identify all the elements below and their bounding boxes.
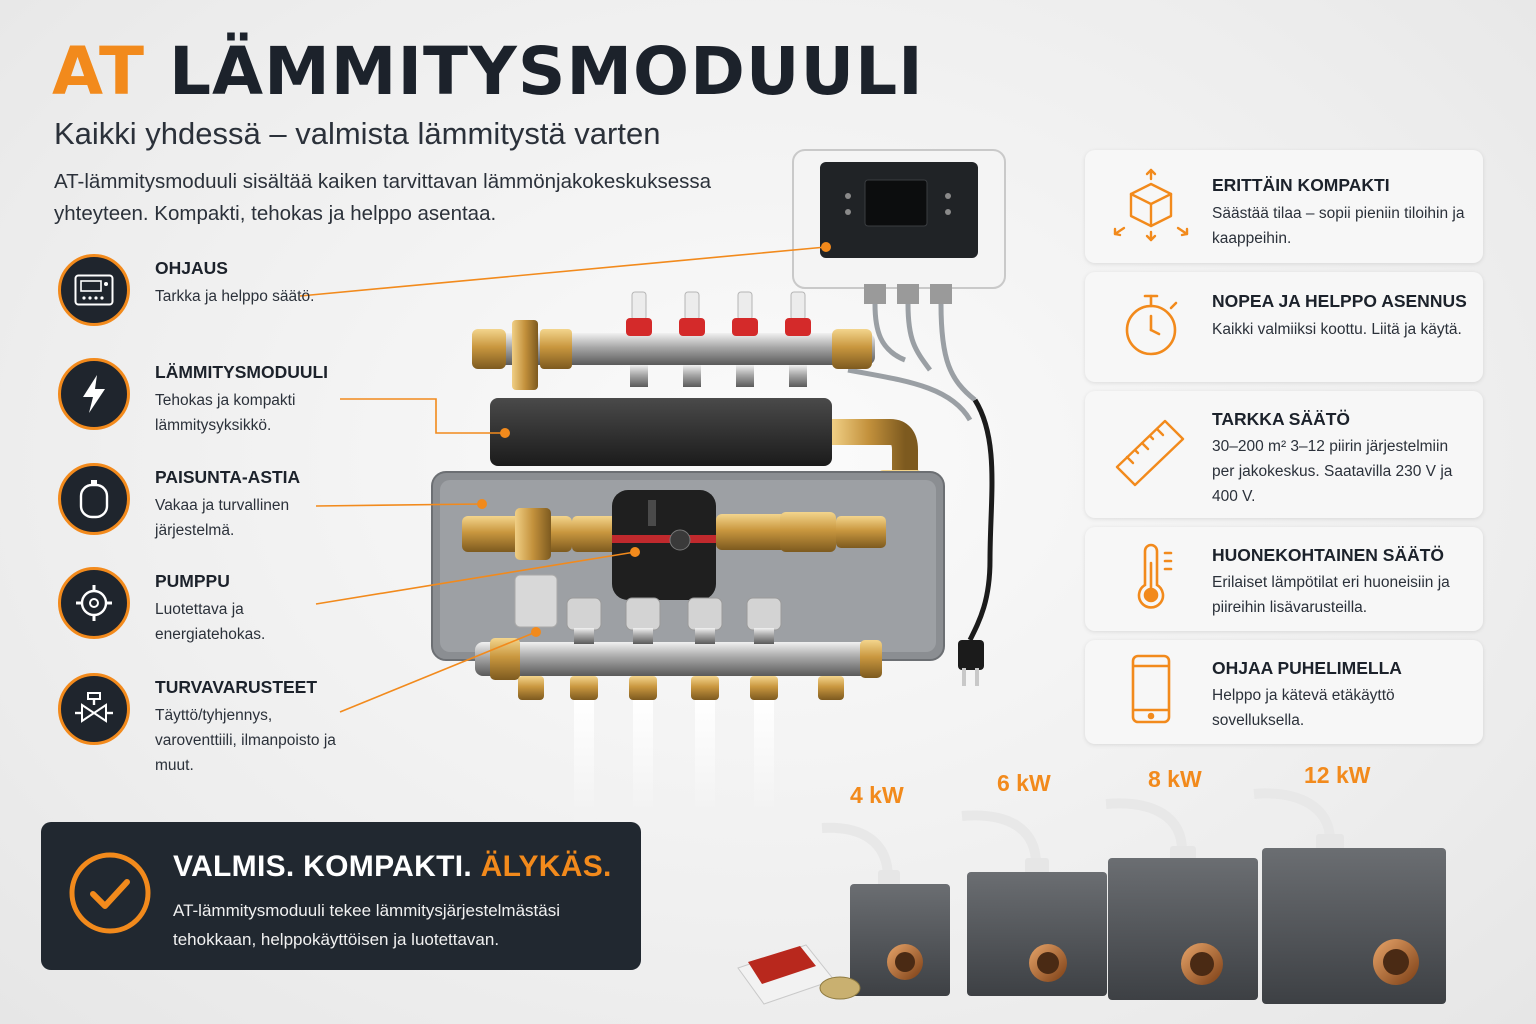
feature-pumppu: PUMPPU Luotettava ja energiatehokas. bbox=[58, 567, 358, 657]
page-subtitle: Kaikki yhdessä – valmista lämmitystä var… bbox=[54, 116, 661, 151]
card-desc: Helppo ja kätevä etäkäyttö sovelluksella… bbox=[1212, 687, 1395, 729]
valve-icon bbox=[58, 673, 130, 745]
card-title: ERITTÄIN KOMPAKTI bbox=[1212, 175, 1390, 195]
title-accent: AT bbox=[52, 33, 145, 110]
card-ohjaa-puhelimella: OHJAA PUHELIMELLA Helppo ja kätevä etäkä… bbox=[1085, 640, 1483, 744]
card-title: OHJAA PUHELIMELLA bbox=[1212, 658, 1402, 678]
feature-paisunta-astia: PAISUNTA-ASTIA Vakaa ja turvallinen järj… bbox=[58, 463, 358, 553]
card-tarkka-saato: TARKKA SÄÄTÖ 30–200 m² 3–12 piirin järje… bbox=[1085, 391, 1483, 518]
feature-desc: Tehokas ja kompakti lämmitysyksikkö. bbox=[155, 392, 296, 434]
matchbox bbox=[737, 944, 835, 1005]
pump bbox=[612, 490, 716, 600]
card-title: HUONEKOHTAINEN SÄÄTÖ bbox=[1212, 545, 1445, 565]
card-desc: Kaikki valmiiksi koottu. Liitä ja käytä. bbox=[1212, 321, 1462, 338]
thermometer-icon bbox=[1111, 541, 1191, 613]
feature-turvavarusteet: TURVAVARUSTEET Täyttö/tyhjennys, varoven… bbox=[58, 673, 358, 774]
card-desc: Erilaiset lämpötilat eri huoneisiin ja p… bbox=[1212, 574, 1450, 616]
feature-title: PUMPPU bbox=[155, 571, 230, 591]
controller-icon bbox=[58, 254, 130, 326]
intro-text: AT-lämmitysmoduuli sisältää kaiken tarvi… bbox=[54, 170, 712, 225]
summary-banner: VALMIS. KOMPAKTI. ÄLYKÄS. AT-lämmitysmod… bbox=[41, 822, 641, 970]
card-erittain-kompakti: ERITTÄIN KOMPAKTI Säästää tilaa – sopii … bbox=[1085, 150, 1483, 263]
card-nopea-asennus: NOPEA JA HELPPO ASENNUS Kaikki valmiiksi… bbox=[1085, 272, 1483, 382]
module-4kw bbox=[821, 822, 950, 996]
feature-title: LÄMMITYSMODUULI bbox=[155, 362, 329, 382]
ruler-icon bbox=[1111, 417, 1191, 489]
power-label-6kw: 6 kW bbox=[997, 770, 1051, 796]
power-label-8kw: 8 kW bbox=[1148, 766, 1202, 792]
heating-module-box bbox=[490, 398, 832, 466]
banner-text: AT-lämmitysmoduuli tekee lämmitysjärjest… bbox=[173, 901, 561, 949]
feature-desc: Täyttö/tyhjennys, varoventtiili, ilmanpo… bbox=[155, 707, 336, 774]
page-title: AT LÄMMITYSMODUULI bbox=[52, 34, 924, 110]
coin bbox=[819, 976, 861, 1000]
feature-desc: Vakaa ja turvallinen järjestelmä. bbox=[155, 497, 290, 539]
card-title: NOPEA JA HELPPO ASENNUS bbox=[1212, 291, 1467, 311]
controller-unit bbox=[792, 149, 1006, 304]
feature-title: TURVAVARUSTEET bbox=[155, 677, 318, 697]
stopwatch-icon bbox=[1111, 290, 1191, 362]
card-desc: 30–200 m² 3–12 piirin järjestelmiin per … bbox=[1212, 438, 1453, 505]
feature-lammitysmoduuli: LÄMMITYSMODUULI Tehokas ja kompakti lämm… bbox=[58, 358, 358, 448]
supply-manifold bbox=[472, 320, 875, 390]
card-title: TARKKA SÄÄTÖ bbox=[1212, 409, 1351, 429]
flow-meters bbox=[626, 291, 811, 387]
card-huonekohtainen-saato: HUONEKOHTAINEN SÄÄTÖ Erilaiset lämpötila… bbox=[1085, 527, 1483, 631]
banner-title-orange: ÄLYKÄS. bbox=[480, 850, 612, 883]
feature-desc: Luotettava ja energiatehokas. bbox=[155, 601, 266, 643]
feature-ohjaus: OHJAUS Tarkka ja helppo säätö. bbox=[58, 254, 358, 344]
module-6kw bbox=[961, 810, 1107, 996]
feature-title: PAISUNTA-ASTIA bbox=[155, 467, 301, 487]
check-circle-icon bbox=[67, 850, 153, 936]
return-manifold bbox=[475, 597, 882, 700]
pump-icon bbox=[58, 567, 130, 639]
feature-desc: Tarkka ja helppo säätö. bbox=[155, 288, 315, 305]
smartphone-icon bbox=[1111, 654, 1191, 726]
expansion-tank-icon bbox=[58, 463, 130, 535]
banner-title-white: VALMIS. KOMPAKTI. bbox=[173, 850, 472, 883]
module-12kw bbox=[1253, 788, 1446, 1004]
card-desc: Säästää tilaa – sopii pieniin tiloihin j… bbox=[1212, 205, 1465, 247]
module-8kw bbox=[1105, 798, 1258, 1000]
feature-title: OHJAUS bbox=[155, 258, 228, 278]
power-label-4kw: 4 kW bbox=[850, 782, 904, 808]
cube-icon bbox=[1111, 168, 1191, 242]
banner-title: VALMIS. KOMPAKTI. ÄLYKÄS. bbox=[173, 850, 612, 884]
lightning-icon bbox=[58, 358, 130, 430]
title-main: LÄMMITYSMODUULI bbox=[168, 33, 924, 110]
power-label-12kw: 12 kW bbox=[1304, 762, 1371, 788]
